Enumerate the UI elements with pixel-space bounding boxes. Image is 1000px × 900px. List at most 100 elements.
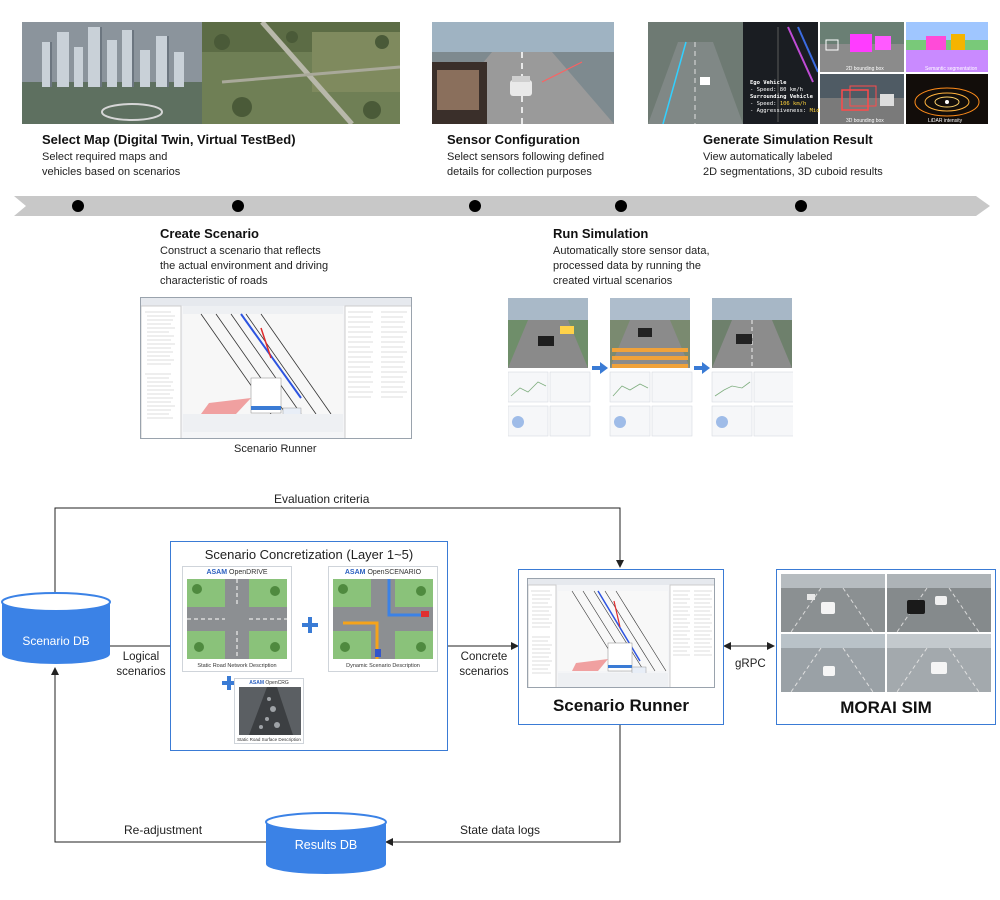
opencrg-panel: ASAM OpenCRG Static Road Surface Descrip… — [234, 678, 304, 744]
bbox2d-thumbnail — [820, 22, 904, 72]
morai-frame-tl — [781, 574, 885, 633]
scenario-runner-caption: Scenario Runner — [234, 443, 317, 455]
step-desc: 2D segmentations, 3D cuboid results — [703, 166, 883, 178]
opendrive-name: OpenDRIVE — [229, 569, 268, 576]
scenario-db-label: Scenario DB — [22, 634, 90, 648]
asam-brand: ASAM — [344, 569, 366, 576]
scenario-runner-box: Scenario Runner — [518, 569, 724, 725]
morai-sim-title: MORAI SIM — [840, 698, 932, 717]
asam-brand: ASAM — [249, 680, 264, 686]
frame-arrow — [694, 362, 710, 374]
run-sim-frame — [610, 298, 690, 368]
sim-result-main-thumbnail — [648, 22, 818, 124]
scenario-runner-screenshot — [140, 297, 412, 439]
morai-frame-tr — [887, 574, 991, 633]
step-sensor-configuration: Sensor Configuration Select sensors foll… — [447, 132, 604, 180]
asam-brand: ASAM — [206, 569, 228, 576]
step-desc: characteristic of roads — [160, 275, 268, 287]
concrete-label-line2: scenarios — [459, 666, 509, 678]
step-desc: Automatically store sensor data, — [553, 245, 710, 257]
opendrive-logo: ASAM OpenDRIVE — [183, 569, 291, 576]
morai-frame-bl — [781, 634, 885, 692]
sensor-config-thumbnail — [432, 22, 614, 124]
logical-label-line2: scenarios — [116, 666, 166, 678]
bbox2d-label: 2D bounding box — [846, 66, 884, 72]
results-db-cylinder — [265, 812, 387, 874]
plus-icon — [302, 617, 318, 633]
readjustment-line — [51, 667, 266, 843]
step-desc: processed data by running the — [553, 260, 701, 272]
concrete-label-line1: Concrete — [460, 651, 508, 663]
step-desc: Select required maps and — [42, 151, 168, 163]
run-sim-frame — [508, 298, 588, 368]
openscenario-caption: Dynamic Scenario Description — [346, 663, 420, 669]
grpc-label: gRPC — [735, 658, 766, 670]
scenario-runner-title: Scenario Runner — [552, 696, 690, 715]
step-desc: vehicles based on scenarios — [42, 166, 181, 178]
opencrg-logo: ASAM OpenCRG — [235, 680, 303, 686]
step-desc: details for collection purposes — [447, 166, 592, 178]
concretization-title: Scenario Concretization (Layer 1~5) — [204, 547, 414, 562]
openscenario-name: OpenSCENARIO — [367, 569, 422, 576]
timeline-dot — [795, 200, 807, 212]
surround-aggr-value: Mid — [809, 108, 820, 114]
opendrive-caption: Static Road Network Description — [197, 663, 277, 669]
lidar-thumbnail — [906, 74, 988, 124]
semseg-label: Semantic segmentation — [925, 66, 978, 72]
opencrg-caption: Static Road Surface Description — [237, 737, 301, 742]
run-sim-frame — [712, 298, 792, 368]
opendrive-panel: ASAM OpenDRIVE Static Road Network Descr… — [182, 566, 292, 672]
step-desc: Construct a scenario that reflects — [160, 245, 321, 257]
step-title: Sensor Configuration — [447, 132, 580, 147]
step-create-scenario: Create Scenario Construct a scenario tha… — [160, 226, 328, 289]
step-title: Select Map (Digital Twin, Virtual TestBe… — [42, 132, 296, 147]
step-desc: the actual environment and driving — [160, 260, 329, 272]
semseg-thumbnail — [906, 22, 988, 72]
timeline-dot — [72, 200, 84, 212]
results-db-label: Results DB — [294, 838, 358, 852]
surround-vehicle-aggressiveness: - Aggressiveness: Mid — [750, 108, 820, 115]
logical-label-line1: Logical — [122, 651, 160, 663]
bbox3d-thumbnail — [820, 74, 904, 124]
logical-scenarios-label: Logical scenarios — [112, 650, 170, 680]
step-desc: View automatically labeled — [703, 151, 833, 163]
timeline-dot — [615, 200, 627, 212]
timeline-dot — [469, 200, 481, 212]
step-run-simulation: Run Simulation Automatically store senso… — [553, 226, 710, 289]
ego-vehicle-title: Ego Vehicle — [750, 80, 787, 86]
plus-icon — [222, 676, 236, 690]
run-sim-frames — [507, 298, 795, 440]
timeline-arrow — [14, 196, 990, 216]
map-airfield-thumbnail — [202, 22, 400, 124]
scenario-runner-mini-screenshot — [527, 578, 715, 688]
surround-speed-value: 106 km/h — [779, 101, 807, 107]
surround-speed-prefix: - Speed: — [750, 101, 780, 107]
map-city-thumbnail — [22, 22, 202, 124]
openscenario-panel: ASAM OpenSCENARIO Dynamic Scenario Descr… — [328, 566, 438, 672]
readjustment-label: Re-adjustment — [124, 823, 203, 837]
opencrg-name: OpenCRG — [265, 680, 289, 686]
step-select-map: Select Map (Digital Twin, Virtual TestBe… — [42, 132, 296, 180]
step-title: Create Scenario — [160, 226, 259, 241]
timeline-dot — [232, 200, 244, 212]
frame-arrow — [592, 362, 608, 374]
surround-vehicle-speed: - Speed: 106 km/h — [750, 101, 820, 108]
step-title: Run Simulation — [553, 226, 649, 241]
run-sim-graph-panels — [507, 371, 795, 437]
openscenario-logo: ASAM OpenSCENARIO — [329, 569, 437, 576]
step-desc: Select sensors following defined — [447, 151, 605, 163]
state-data-logs-label: State data logs — [460, 823, 541, 837]
lidar-label: LiDAR intensity — [928, 118, 963, 124]
ego-vehicle-speed: - Speed: 80 km/h — [750, 87, 803, 93]
evaluation-criteria-line — [54, 507, 624, 596]
step-generate-result: Generate Simulation Result View automati… — [703, 132, 883, 180]
morai-frame-br — [887, 634, 991, 692]
surround-vehicle-title: Surrounding Vehicle — [750, 94, 813, 100]
scenario-db-cylinder — [1, 592, 111, 664]
step-title: Generate Simulation Result — [703, 132, 873, 147]
surround-aggr-prefix: - Aggressiveness: — [750, 108, 810, 114]
ego-vehicle-overlay: Ego Vehicle - Speed: 80 km/h Surrounding… — [750, 80, 820, 115]
timeline-band — [14, 196, 990, 216]
concrete-scenarios-label: Concrete scenarios — [452, 650, 516, 680]
